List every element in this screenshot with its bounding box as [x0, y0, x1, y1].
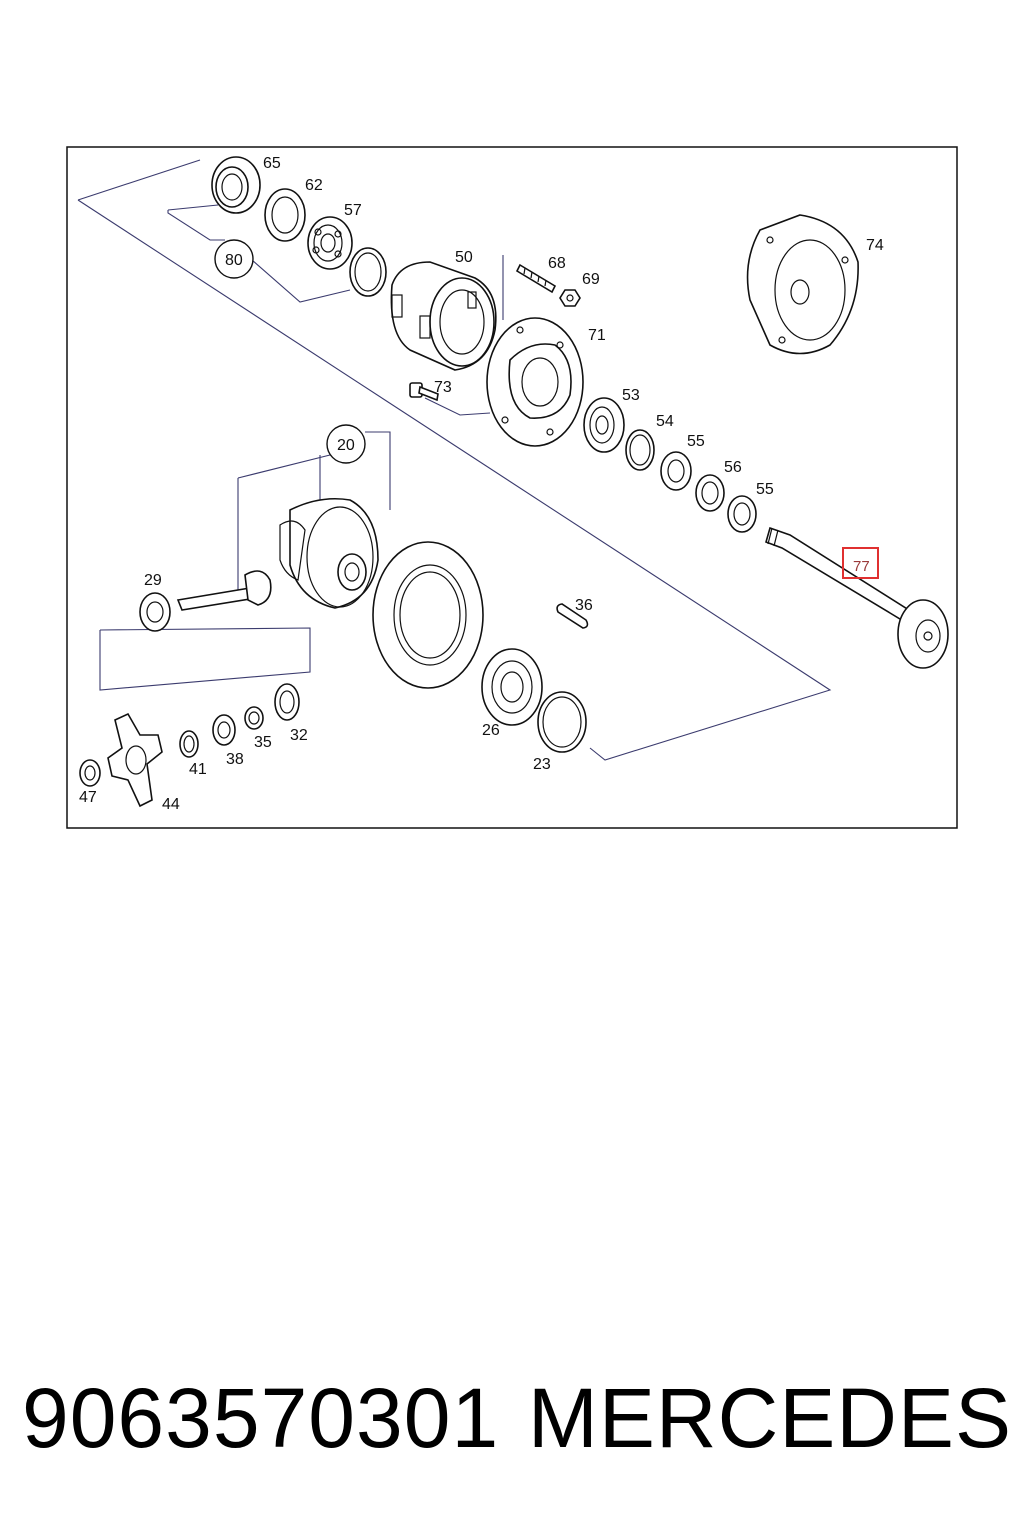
part-47-nut [79, 759, 101, 787]
label-47: 47 [79, 789, 97, 806]
part-number: 9063570301 [22, 1370, 500, 1465]
part-69-nut [559, 289, 581, 307]
label-35: 35 [254, 734, 272, 751]
part-65-bearing-seal [211, 156, 261, 214]
part-77-axle-shaft [765, 526, 949, 669]
label-56: 56 [724, 459, 742, 476]
part-73-bolt [409, 382, 439, 402]
part-23-ring [537, 691, 587, 753]
part-50-housing [390, 261, 497, 371]
label-44: 44 [162, 796, 180, 813]
part-62-ring [264, 188, 306, 242]
label-77: 77 [853, 558, 870, 575]
label-23: 23 [533, 756, 551, 773]
part-71-flange-plate [486, 317, 584, 447]
part-57-ball-bearing [307, 216, 353, 270]
part-74-differential-cover [746, 214, 859, 355]
brand-name: MERCEDES [527, 1370, 1012, 1465]
part-55-lock-washer-b [727, 495, 757, 533]
part-ring-gear [372, 541, 484, 689]
part-o-ring [349, 247, 387, 297]
label-55b: 55 [756, 481, 774, 498]
label-80: 80 [225, 252, 243, 269]
part-20-differential [279, 497, 379, 609]
label-50: 50 [455, 249, 473, 266]
label-69: 69 [582, 271, 600, 288]
label-71: 71 [588, 327, 606, 344]
label-32: 32 [290, 727, 308, 744]
part-68-stud [515, 263, 557, 294]
part-44-drive-flange [107, 712, 163, 808]
part-32-shim [274, 683, 300, 721]
label-73: 73 [434, 379, 452, 396]
part-36-pin [556, 603, 589, 629]
label-57: 57 [344, 202, 362, 219]
label-26: 26 [482, 722, 500, 739]
label-41: 41 [189, 761, 207, 778]
diagram-frame [66, 146, 958, 829]
label-62: 62 [305, 177, 323, 194]
label-65: 65 [263, 155, 281, 172]
part-35-nut [244, 706, 264, 730]
label-74: 74 [866, 237, 884, 254]
exploded-parts-diagram: 65 62 57 80 50 68 69 71 74 73 53 54 55 5… [66, 146, 958, 829]
label-68: 68 [548, 255, 566, 272]
callout-80-circle [214, 239, 254, 279]
part-pinion-shaft [176, 570, 272, 611]
label-54: 54 [656, 413, 674, 430]
part-53-ball-bearing [583, 397, 625, 453]
part-caption: 9063570301 MERCEDES [22, 1368, 1012, 1468]
part-38-bearing [212, 714, 236, 746]
label-36: 36 [575, 597, 593, 614]
label-53: 53 [622, 387, 640, 404]
part-54-circlip [625, 429, 655, 471]
part-41-ring [179, 730, 199, 758]
label-29: 29 [144, 572, 162, 589]
group-leader-lines [77, 159, 832, 761]
label-20: 20 [337, 437, 355, 454]
label-55a: 55 [687, 433, 705, 450]
part-29-bearing [139, 592, 171, 632]
part-55-lock-washer-a [660, 451, 692, 491]
label-38: 38 [226, 751, 244, 768]
callout-20-circle [326, 424, 366, 464]
part-56-nut [695, 474, 725, 512]
highlight-box-77 [842, 547, 879, 579]
part-26-bearing [481, 648, 543, 726]
